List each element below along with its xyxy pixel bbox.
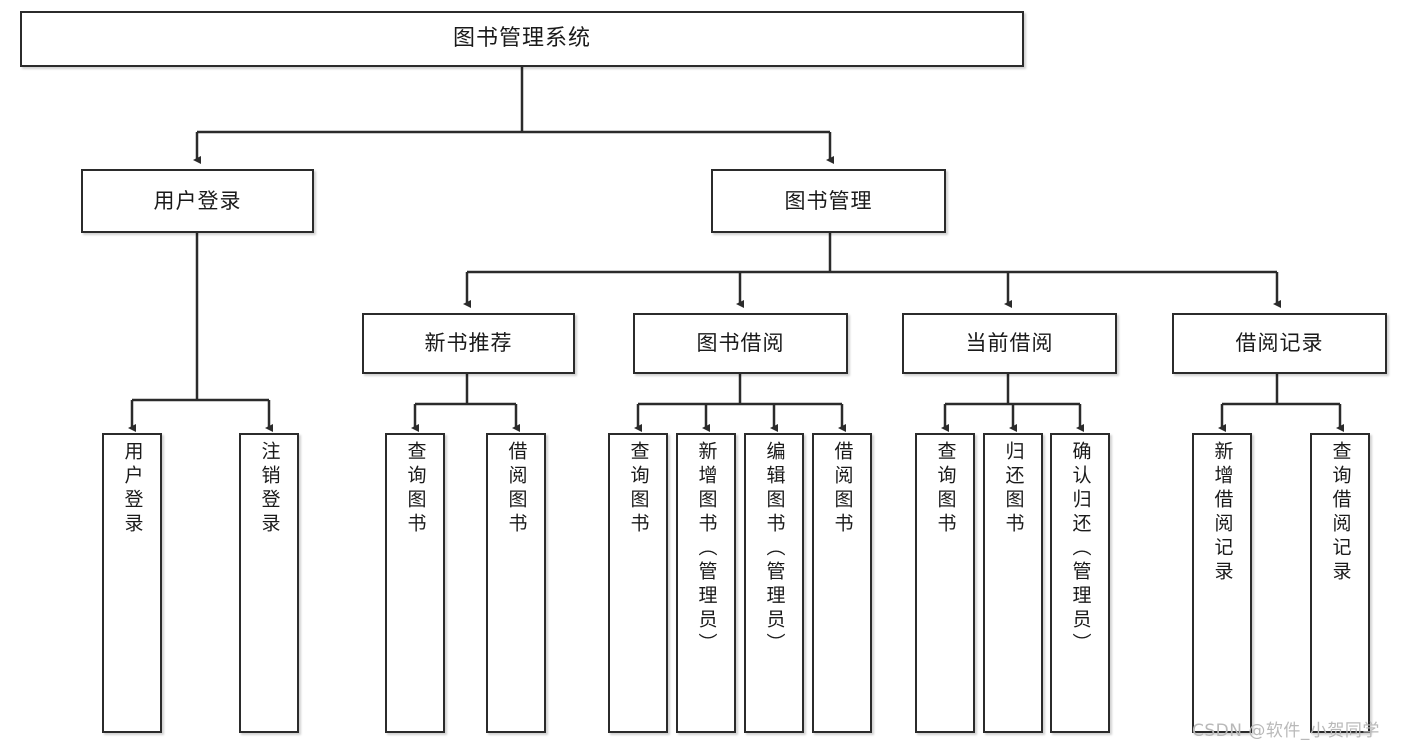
leaf-current-borrow-query-book[interactable]: 查询图书 (915, 433, 975, 733)
node-label: 查询图书 (404, 441, 427, 537)
node-label: 新增图书（管理员） (695, 441, 718, 657)
leaf-user-login-logout[interactable]: 注销登录 (239, 433, 299, 733)
node-label: 用户登录 (153, 188, 242, 213)
node-borrow-record[interactable]: 借阅记录 (1172, 313, 1387, 374)
node-current-borrow[interactable]: 当前借阅 (902, 313, 1117, 374)
leaf-new-book-query-book[interactable]: 查询图书 (385, 433, 445, 733)
node-label: 编辑图书（管理员） (763, 441, 786, 657)
node-label: 图书管理 (784, 188, 873, 213)
node-label: 借阅图书 (505, 441, 528, 537)
node-label: 查询借阅记录 (1329, 441, 1352, 585)
node-label: 借阅图书 (831, 441, 854, 537)
leaf-book-borrow-edit-book-admin[interactable]: 编辑图书（管理员） (744, 433, 804, 733)
node-book-borrow[interactable]: 图书借阅 (633, 313, 848, 374)
node-label: 新增借阅记录 (1211, 441, 1234, 585)
node-label: 新书推荐 (424, 331, 513, 356)
leaf-book-borrow-query-book[interactable]: 查询图书 (608, 433, 668, 733)
node-label: 图书借阅 (696, 331, 785, 356)
leaf-user-login-login[interactable]: 用户登录 (102, 433, 162, 733)
node-label: 当前借阅 (965, 331, 1054, 356)
node-label: 图书管理系统 (452, 26, 591, 52)
leaf-current-borrow-confirm-return-admin[interactable]: 确认归还（管理员） (1050, 433, 1110, 733)
node-new-book-recommend[interactable]: 新书推荐 (362, 313, 575, 374)
node-book-management[interactable]: 图书管理 (711, 169, 946, 233)
node-user-login[interactable]: 用户登录 (81, 169, 314, 233)
leaf-borrow-record-query-record[interactable]: 查询借阅记录 (1310, 433, 1370, 733)
node-label: 用户登录 (121, 441, 144, 537)
node-label: 查询图书 (627, 441, 650, 537)
node-label: 注销登录 (258, 441, 281, 537)
leaf-book-borrow-borrow-book[interactable]: 借阅图书 (812, 433, 872, 733)
leaf-current-borrow-return-book[interactable]: 归还图书 (983, 433, 1043, 733)
watermark-text: CSDN @软件_小贺同学 (1192, 721, 1380, 741)
node-label: 查询图书 (934, 441, 957, 537)
leaf-book-borrow-add-book-admin[interactable]: 新增图书（管理员） (676, 433, 736, 733)
node-root-book-management-system[interactable]: 图书管理系统 (20, 11, 1024, 67)
leaf-new-book-borrow-book[interactable]: 借阅图书 (486, 433, 546, 733)
node-label: 归还图书 (1002, 441, 1025, 537)
node-label: 确认归还（管理员） (1069, 441, 1092, 657)
node-label: 借阅记录 (1235, 331, 1324, 356)
leaf-borrow-record-add-record[interactable]: 新增借阅记录 (1192, 433, 1252, 733)
